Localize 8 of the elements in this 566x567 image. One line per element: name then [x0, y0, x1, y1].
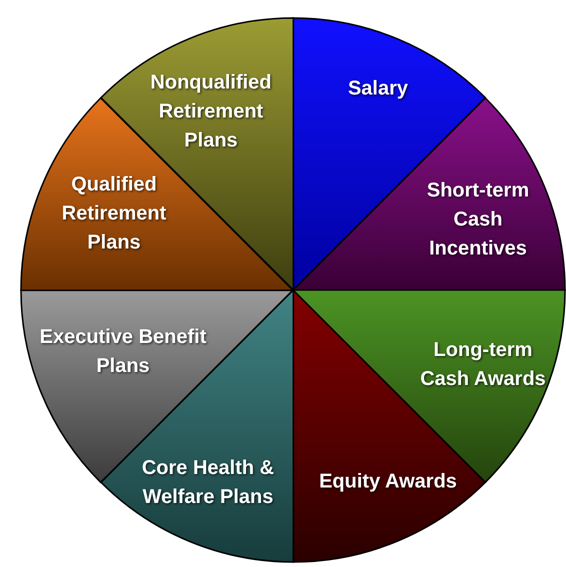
slice-label: Short-term Cash Incentives	[426, 178, 530, 262]
slice-label: Long-term Cash Awards	[419, 338, 547, 392]
slice-label: Executive Benefit Plans	[38, 325, 208, 379]
slice-label: Equity Awards	[318, 470, 458, 494]
slice-label: Nonqualified Retirement Plans	[149, 70, 273, 154]
slice-label: Core Health & Welfare Plans	[140, 456, 276, 510]
slice-label: Qualified Retirement Plans	[60, 172, 168, 256]
slice-label: Salary	[346, 76, 410, 102]
